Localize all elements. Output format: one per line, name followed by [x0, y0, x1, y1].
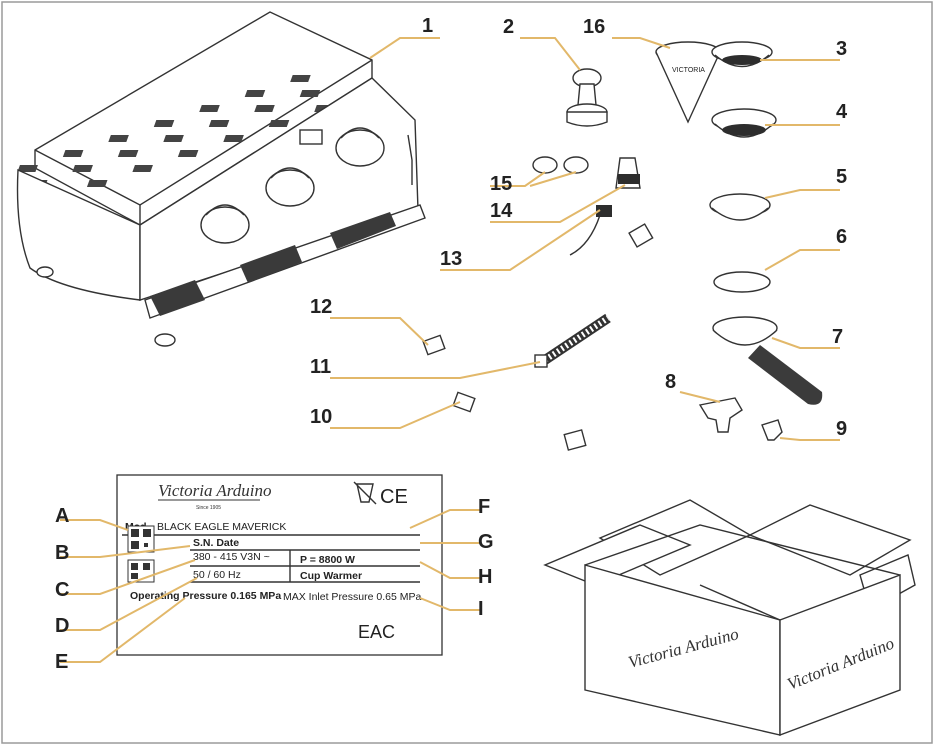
- eac-mark: EAC: [358, 622, 395, 642]
- callout-I: I: [478, 598, 484, 620]
- callout-15: 15: [490, 173, 512, 195]
- callout-13: 13: [440, 248, 462, 270]
- plate-cup-warmer: Cup Warmer: [300, 570, 362, 582]
- steam-nozzle: [615, 157, 641, 189]
- single-spout: [761, 419, 783, 441]
- callout-9: 9: [836, 418, 847, 440]
- callout-10: 10: [310, 406, 332, 428]
- filter-basket-small: [711, 41, 773, 68]
- plate-callouts: A B C D E F G H I: [55, 496, 494, 673]
- callout-3: 3: [836, 38, 847, 60]
- callout-4: 4: [836, 101, 848, 123]
- callout-D: D: [55, 615, 69, 637]
- trash-bin-icon: [353, 481, 377, 505]
- callout-E: E: [55, 651, 68, 673]
- plate-power: P = 8800 W: [300, 554, 355, 566]
- plate-sn-date: S.N. Date: [193, 537, 239, 549]
- shipping-box: Victoria Arduino Victoria Arduino: [543, 499, 916, 737]
- plate-max-inlet: MAX Inlet Pressure 0.65 MPa: [283, 591, 421, 603]
- callout-C: C: [55, 579, 69, 601]
- double-spout: [698, 397, 743, 433]
- callout-5: 5: [836, 166, 847, 188]
- plate-frequency: 50 / 60 Hz: [193, 569, 241, 581]
- leader-lines: [330, 37, 840, 441]
- funnel-text: VICTORIA: [672, 67, 705, 74]
- callout-16: 16: [583, 16, 605, 38]
- blind-filter: [709, 193, 771, 221]
- callout-7: 7: [832, 326, 843, 348]
- callout-A: A: [55, 505, 69, 527]
- filter-basket-large: [711, 108, 777, 138]
- ce-mark: CE: [380, 486, 408, 508]
- dosing-funnel: VICTORIA: [655, 41, 721, 124]
- qr-code-icon: [127, 525, 155, 553]
- corrugated-tube: [534, 313, 611, 368]
- gasket: [713, 271, 771, 293]
- plate-voltage: 380 - 415 V3N ~: [193, 551, 270, 563]
- callout-H: H: [478, 566, 492, 588]
- plate-leader-lines: [60, 509, 480, 663]
- callout-1: 1: [422, 15, 433, 37]
- callout-8: 8: [665, 371, 676, 393]
- espresso-machine: [16, 11, 426, 347]
- plate-since: Since 1905: [196, 505, 221, 511]
- rating-plate: Victoria Arduino Since 1905 CE Mod. BLAC…: [116, 474, 443, 656]
- hose-fitting: [422, 334, 446, 356]
- callout-numbers: 1 2 16 3 4 5 6 7 8 9 10 11 12 13 14 15: [310, 15, 848, 440]
- plate-operating-pressure: Operating Pressure 0.165 MPa: [130, 590, 281, 602]
- callout-14: 14: [490, 200, 513, 222]
- drain-hose: [437, 205, 654, 345]
- callout-12: 12: [310, 296, 332, 318]
- tamper: [566, 68, 608, 127]
- portafilter: [712, 316, 823, 405]
- callout-2: 2: [503, 16, 514, 38]
- callout-11: 11: [310, 356, 331, 378]
- plate-model: BLACK EAGLE MAVERICK: [157, 521, 286, 533]
- callout-6: 6: [836, 226, 847, 248]
- callout-G: G: [478, 531, 494, 553]
- callout-F: F: [478, 496, 490, 518]
- plate-brand: Victoria Arduino: [158, 481, 272, 500]
- curved-pipe: [452, 391, 587, 464]
- callout-B: B: [55, 542, 69, 564]
